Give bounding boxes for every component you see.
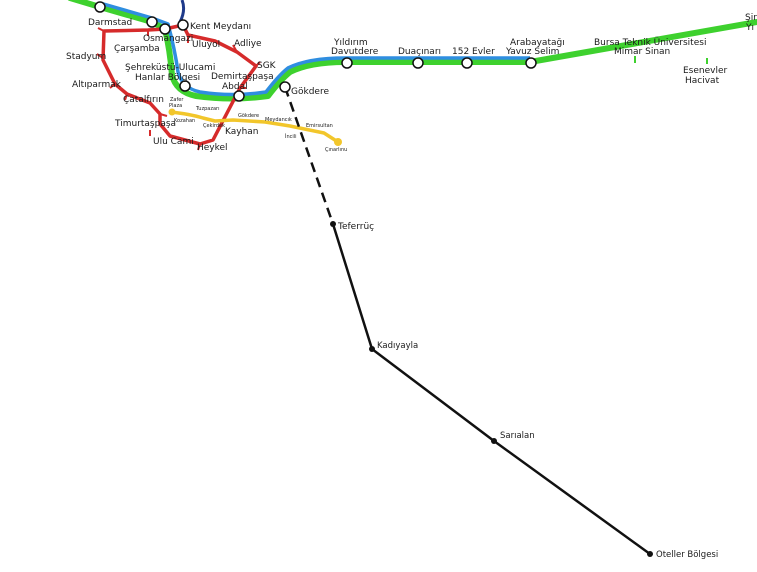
black-stations bbox=[330, 221, 653, 557]
line-ticks bbox=[96, 27, 261, 151]
station-osmangazi-2[interactable] bbox=[159, 23, 171, 35]
blue-line bbox=[99, 1, 530, 97]
label-esenevler-2: Hacivat bbox=[685, 76, 720, 86]
navy-line bbox=[178, 0, 186, 23]
yellow-line bbox=[169, 110, 339, 144]
label-stadyum: Stadyum bbox=[66, 52, 106, 62]
label-152-evler: 152 Evler bbox=[452, 47, 495, 57]
label-sir-2: Yı bbox=[745, 23, 754, 33]
yellow-stations bbox=[168, 108, 342, 146]
label-darmstad: Darmstad bbox=[88, 18, 132, 28]
station-152-evler[interactable] bbox=[461, 57, 473, 69]
station-zafer-plaza[interactable] bbox=[168, 108, 176, 116]
label-sehrekustu-2: Hanlar Bölgesi bbox=[135, 73, 200, 83]
label-gokdere: Gökdere bbox=[291, 87, 329, 97]
label-carsamba: Çarşamba bbox=[114, 44, 160, 54]
black-line-dashed bbox=[283, 86, 335, 225]
label-t-emirsultan: Emirsultan bbox=[306, 123, 333, 129]
station-demirtaspasa[interactable] bbox=[233, 90, 245, 102]
label-t-meydancik: Meydancık bbox=[265, 117, 292, 123]
station-duacinari[interactable] bbox=[412, 57, 424, 69]
station-sarialan[interactable] bbox=[491, 438, 497, 444]
label-t-cekirdek: Çekirdek bbox=[203, 123, 225, 129]
station-yildirim[interactable] bbox=[341, 57, 353, 69]
label-t-zafer-2: Plaza bbox=[169, 103, 182, 109]
label-ulu-cami: Ulu Cami bbox=[153, 137, 194, 147]
label-catalfirin: Çatalfırın bbox=[123, 95, 164, 105]
label-kent-meydani: Kent Meydanı bbox=[190, 22, 251, 32]
label-btu-1: Bursa Teknik Üniversitesi bbox=[594, 37, 706, 48]
station-oteller[interactable] bbox=[647, 551, 653, 557]
label-yildirim-1: Yıldırım bbox=[333, 38, 368, 48]
label-t-incili: İncili bbox=[285, 133, 297, 140]
label-t-gokdere: Gökdere bbox=[238, 113, 259, 119]
label-t-cinarlinu: Çınarlınu bbox=[325, 147, 347, 153]
label-osmangazi: Osmangazi bbox=[143, 34, 193, 44]
label-esenevler-1: Esenevler bbox=[683, 66, 728, 76]
label-sgk: SGK bbox=[257, 61, 277, 71]
label-timurtaspasa: Timurtaşpaşa bbox=[114, 119, 176, 129]
label-sehrekustu-1: Şehreküstü-Ulucami bbox=[125, 63, 215, 73]
station-labels: Darmstad Kent Meydanı Osmangazi Uluyol A… bbox=[66, 13, 757, 560]
label-yildirim-2: Davutdere bbox=[331, 47, 379, 57]
white-stations bbox=[94, 1, 537, 102]
label-kadiyayla: Kadıyayla bbox=[377, 341, 418, 351]
label-teferruc: Teferrüç bbox=[337, 222, 374, 232]
black-line-solid bbox=[331, 223, 651, 556]
station-darmstad[interactable] bbox=[94, 1, 106, 13]
station-osmangazi[interactable] bbox=[146, 16, 158, 28]
label-demirtaspasa-1: Demirtaşpaşa bbox=[211, 72, 274, 82]
label-duacinari: Duaçınarı bbox=[398, 47, 441, 57]
label-kayhan: Kayhan bbox=[225, 127, 259, 137]
station-kadiyayla[interactable] bbox=[369, 346, 375, 352]
green-line bbox=[67, 0, 757, 102]
label-oteller: Oteller Bölgesi bbox=[656, 550, 718, 560]
label-arabayatagi-1: Arabayatağı bbox=[510, 38, 565, 48]
green-ticks bbox=[634, 56, 708, 64]
label-t-tuzpazari: Tuzpazarı bbox=[195, 106, 219, 112]
label-arabayatagi-2: Yavuz Selim bbox=[505, 47, 559, 57]
station-teferruc[interactable] bbox=[330, 221, 336, 227]
label-heykel: Heykel bbox=[197, 143, 228, 153]
label-altiparmak: Altıparmak bbox=[72, 80, 122, 90]
label-sarialan: Sarıalan bbox=[500, 431, 535, 441]
station-kent-meydani[interactable] bbox=[177, 19, 189, 31]
station-cinarlinu[interactable] bbox=[334, 138, 342, 146]
label-adliye: Adliye bbox=[234, 39, 262, 49]
station-gokdere[interactable] bbox=[279, 81, 291, 93]
label-sir-1: Şir bbox=[745, 13, 757, 23]
label-demirtaspasa-2: Abdal bbox=[222, 82, 248, 92]
label-t-zafer-1: Zafer bbox=[170, 97, 184, 103]
label-btu-2: Mimar Sinan bbox=[614, 47, 670, 57]
station-arabayatagi[interactable] bbox=[525, 57, 537, 69]
station-sehrekustu[interactable] bbox=[179, 80, 191, 92]
label-t-kozahan: Kozahan bbox=[174, 118, 195, 124]
label-uluyol: Uluyol bbox=[192, 40, 220, 50]
